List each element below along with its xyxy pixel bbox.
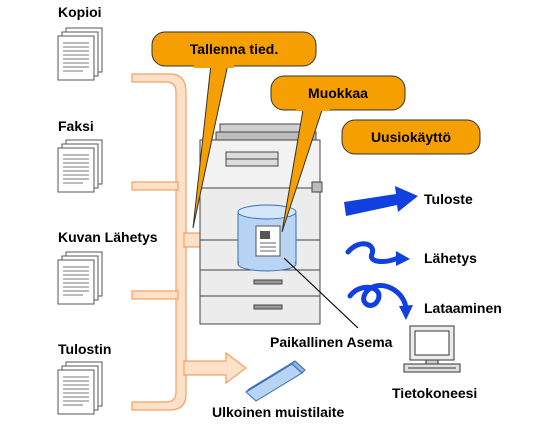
scan-document-icon [57,251,103,305]
download-arrow-icon [347,283,413,320]
local-drive-label: Paikallinen Asema [270,334,393,350]
usb-label: Ulkoinen muistilaite [212,404,345,420]
usb-drive-icon [245,360,306,402]
source-scan-label: Kuvan Lähetys [58,229,158,245]
callout-reuse [341,119,481,155]
drive-pointer-line [283,257,359,329]
source-printer-label: Tulostin [58,341,112,357]
callout-store-label: Tallenna tied. [189,41,279,57]
callout-store [151,31,317,229]
source-fax-label: Faksi [58,118,94,134]
output-print-label: Tuloste [424,191,473,207]
copy-document-icon [57,27,103,81]
output-download-label: Lataaminen [424,300,502,316]
computer-label: Tietokoneesi [392,385,478,401]
computer-icon [403,325,461,373]
callout-reuse-label: Uusiokäyttö [370,129,452,145]
output-send-label: Lähetys [424,250,477,266]
callout-edit [270,75,406,233]
local-drive-icon [237,204,297,272]
print-arrow-icon [344,186,418,216]
printer-document-icon [57,361,103,415]
callout-edit-label: Muokkaa [308,85,368,101]
fax-document-icon [57,139,103,193]
source-copy-label: Kopioi [58,4,102,20]
send-arrow-icon [345,241,410,266]
